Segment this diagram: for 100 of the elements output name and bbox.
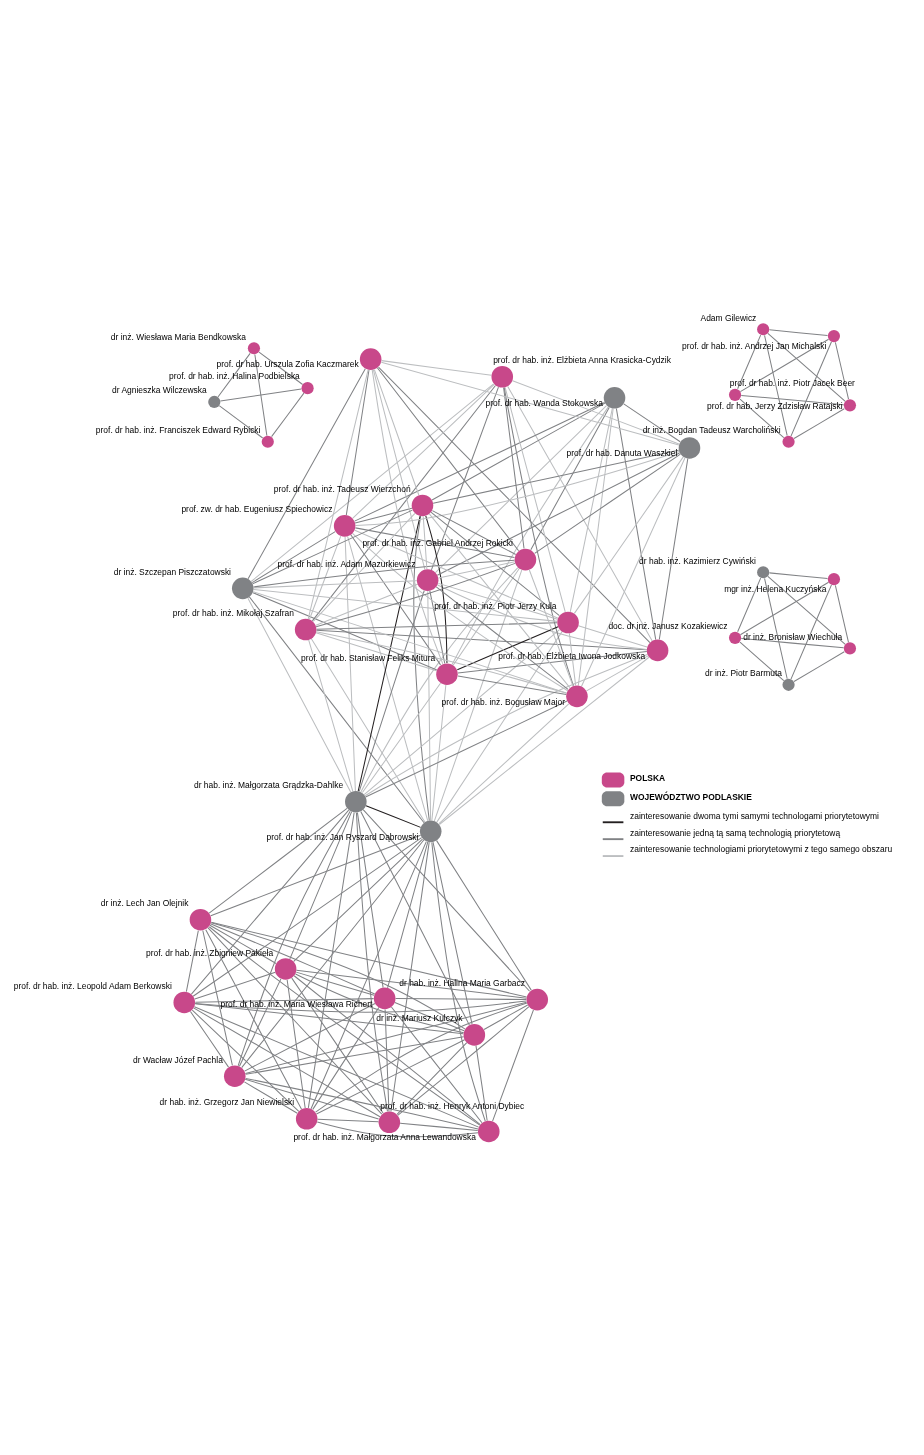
connector xyxy=(312,512,416,622)
connector xyxy=(376,366,520,551)
connector xyxy=(356,811,384,988)
node-label: dr inż. Piotr Barmuta xyxy=(705,667,782,678)
node-label: prof. dr hab. inż. Tadeusz Wierzchoń xyxy=(273,483,411,494)
connector xyxy=(373,368,420,496)
connector xyxy=(432,841,473,1025)
connector xyxy=(238,977,282,1067)
connector xyxy=(767,575,846,645)
legend-label: WOJEWÓDZTWO PODLASKIE xyxy=(629,791,752,802)
connector xyxy=(355,450,680,526)
node-circle xyxy=(261,435,274,448)
node-label: prof. dr hab. inż. Jan Ryszard Dąbrowski xyxy=(266,831,419,842)
connector xyxy=(413,515,430,821)
connector xyxy=(615,407,657,640)
connector xyxy=(253,559,516,587)
connector xyxy=(293,838,423,962)
connector xyxy=(768,328,829,336)
connector xyxy=(244,1078,380,1120)
connector xyxy=(764,577,788,679)
connector xyxy=(271,392,305,437)
connector xyxy=(245,1077,479,1129)
legend-label: zainteresowanie technologiami priorytetowymi z tego samego obszaru xyxy=(629,843,893,854)
connector xyxy=(739,398,785,438)
connector xyxy=(528,569,574,687)
node-label: prof. dr hab. inż. Małgorzata Anna Lewandowska xyxy=(293,1131,476,1142)
legend-label: POLSKA xyxy=(629,772,666,783)
connector xyxy=(396,1041,468,1115)
node-label: mgr inż. Helena Kuczyńska xyxy=(724,583,827,594)
connector xyxy=(354,401,606,522)
connector xyxy=(218,404,264,438)
connector xyxy=(740,394,845,405)
node-circle xyxy=(359,347,382,370)
connector xyxy=(623,402,681,442)
connector xyxy=(252,509,413,584)
node-circle xyxy=(827,329,841,342)
connector xyxy=(507,385,653,641)
connector xyxy=(295,971,375,996)
node-label: prof. dr hab. inż. Andrzej Jan Michalski xyxy=(681,340,827,351)
node-label: dr Wacław Józef Pachla xyxy=(133,1054,223,1065)
connector xyxy=(237,810,351,1066)
node-circle xyxy=(566,685,588,707)
connector xyxy=(768,571,829,579)
connector xyxy=(315,583,419,626)
connector xyxy=(457,675,567,695)
connector xyxy=(438,656,650,825)
connector xyxy=(245,1035,465,1075)
connector xyxy=(387,840,429,988)
connector xyxy=(247,367,366,579)
connector xyxy=(739,641,785,681)
connector xyxy=(512,379,680,444)
connector xyxy=(586,654,649,691)
connector xyxy=(191,1009,300,1112)
node-label: prof. dr hab. inż. Elżbieta Anna Krasicka-Cydzik xyxy=(493,354,671,365)
node-circle xyxy=(514,548,537,570)
connector xyxy=(503,386,574,686)
node-label: dr inż. Lech Jan Olejnik xyxy=(100,897,189,908)
connector xyxy=(357,515,421,792)
connector xyxy=(365,700,568,798)
node-label: dr hab. inż. Grzegorz Jan Niewielski xyxy=(159,1096,295,1107)
connector xyxy=(258,351,304,385)
connector xyxy=(316,1120,479,1137)
node-label: prof. dr hab. Elżbieta Iwona Jodkowska xyxy=(498,650,646,661)
connector xyxy=(209,922,376,995)
connector xyxy=(363,628,561,795)
connector xyxy=(291,977,384,1113)
node-circle xyxy=(646,639,669,661)
node-label: prof. dr hab. inż. Piotr Jerzy Kula xyxy=(434,600,557,611)
connector xyxy=(793,650,845,682)
node-circle xyxy=(416,568,439,591)
connector xyxy=(436,839,532,991)
connector xyxy=(251,530,336,583)
connector xyxy=(483,1003,529,1030)
connector xyxy=(394,1001,465,1031)
node-label: dr Agnieszka Wilczewska xyxy=(112,384,207,395)
node-circle xyxy=(173,991,196,1013)
node-label: prof. dr hab. inż. Mikołaj Szafran xyxy=(172,607,294,618)
node-circle xyxy=(557,611,579,633)
node-circle xyxy=(728,388,742,401)
connector xyxy=(452,567,520,666)
connector xyxy=(193,1005,480,1128)
node-circle xyxy=(231,577,254,599)
node-circle xyxy=(411,494,434,516)
connector xyxy=(289,810,353,959)
connector xyxy=(431,841,486,1122)
connector xyxy=(577,624,648,648)
connector xyxy=(354,529,559,619)
connector xyxy=(372,368,426,570)
connector xyxy=(243,1080,298,1114)
connector xyxy=(344,535,356,791)
connector xyxy=(434,404,607,573)
connector xyxy=(437,584,648,650)
node-label: dr inż. Bogdan Tadeusz Warcholiński xyxy=(642,424,781,435)
connector xyxy=(492,1008,534,1122)
connector xyxy=(194,997,375,1003)
connector xyxy=(381,359,492,376)
connector xyxy=(248,595,425,823)
connector xyxy=(244,1001,527,1074)
node-label: prof. dr hab. inż. Zbigniew Pakieła xyxy=(146,947,274,958)
connector xyxy=(350,533,442,665)
